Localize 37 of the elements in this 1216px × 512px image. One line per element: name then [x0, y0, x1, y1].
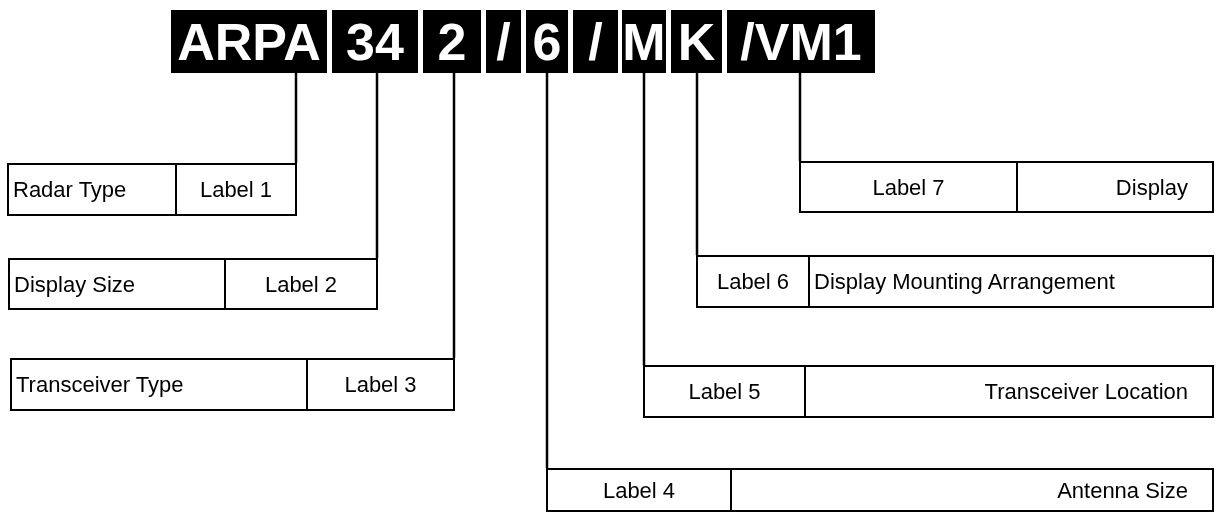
field-text: Display Mounting Arrangement [814, 268, 1115, 296]
code-segment: M [622, 10, 666, 73]
leader-line [545, 73, 549, 468]
field-text: Transceiver Type [16, 371, 184, 399]
label-box [799, 161, 1214, 213]
field-text: Label 5 [688, 378, 761, 406]
code-segment: 6 [526, 10, 568, 73]
code-segment: ARPA [171, 10, 327, 73]
field-text: Label 2 [264, 270, 338, 299]
leader-line [375, 73, 379, 258]
leader-line [695, 73, 699, 255]
label-box [7, 163, 297, 216]
leader-line [642, 73, 646, 365]
field-text: Label 6 [716, 268, 790, 296]
code-segment: 2 [423, 10, 481, 73]
code-segment: /VM1 [727, 10, 875, 73]
field-text: Transceiver Location [984, 378, 1188, 406]
field-text: Label 7 [872, 173, 945, 202]
field-text: Antenna Size [1057, 476, 1188, 505]
code-segment: K [671, 10, 722, 73]
field-text: Display [1115, 173, 1188, 202]
field-text: Display Size [14, 270, 136, 299]
label-box [643, 365, 1214, 418]
code-segment: / [573, 10, 618, 73]
leader-line [452, 73, 456, 358]
label-box [8, 258, 378, 310]
code-segment: / [486, 10, 521, 73]
leader-line [294, 73, 298, 163]
label-box [10, 358, 455, 411]
field-text: Radar Type [13, 176, 127, 204]
field-text: Label 1 [199, 176, 273, 204]
field-text: Label 4 [602, 476, 676, 505]
code-segment: 34 [332, 10, 418, 73]
label-box [696, 255, 1214, 308]
field-text: Label 3 [344, 371, 417, 399]
label-box [546, 468, 1214, 512]
leader-line [798, 73, 802, 161]
